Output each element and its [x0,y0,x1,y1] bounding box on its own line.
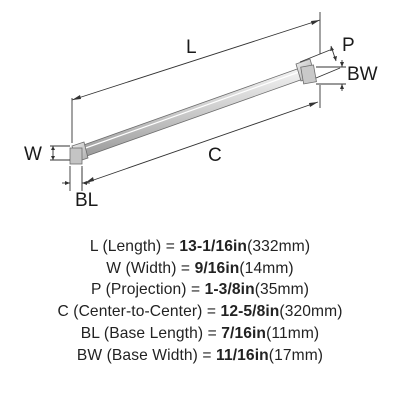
length-dimension [71,12,321,143]
specifications-list: L (Length) = 13-1/16in(332mm) W (Width) … [0,236,400,366]
spec-metric: (17mm) [268,346,324,364]
base-width-dimension [316,60,346,91]
spec-base-length: BL (Base Length) = 7/16in(11mm) [0,323,400,345]
spec-metric: (11mm) [266,324,320,342]
spec-name: P (Projection) = [90,281,205,299]
spec-name: C (Center-to-Center) = [57,303,221,321]
right-base [300,64,317,85]
spec-name: BL (Base Length) = [80,324,222,342]
projection-dimension [299,45,341,79]
handle-bar-highlight [79,70,303,151]
spec-value: 13-1/16in [179,238,248,255]
spec-width: W (Width) = 9/16in(14mm) [0,258,400,280]
pull-dimension-diagram: L C W BL P [24,12,378,211]
spec-value: 11/16in [216,346,269,364]
spec-metric: (320mm) [279,303,343,321]
width-label: W [24,144,42,165]
handle-pull [69,58,317,165]
spec-center-to-center: C (Center-to-Center) = 12-5/8in(320mm) [0,301,400,323]
left-base [69,147,83,165]
spec-value: 12-5/8in [220,303,280,321]
spec-length: L (Length) = 13-1/16in(332mm) [0,236,400,258]
spec-projection: P (Projection) = 1-3/8in(35mm) [0,279,400,301]
length-label: L [186,37,197,58]
projection-label: P [342,35,355,56]
spec-base-width: BW (Base Width) = 11/16in(17mm) [0,345,400,367]
spec-value: 9/16in [194,259,240,277]
spec-value: 1-3/8in [204,281,255,299]
center-to-center-label: C [208,145,222,166]
spec-metric: (14mm) [239,259,294,277]
base-length-label: BL [75,190,98,211]
spec-metric: (332mm) [247,238,311,255]
base-length-dimension [62,166,90,191]
width-dimension [50,145,70,161]
spec-name: BW (Base Width) = [76,346,217,364]
spec-name: W (Width) = [106,259,195,277]
spec-value: 7/16in [221,324,267,342]
spec-metric: (35mm) [254,281,310,299]
base-width-label: BW [347,64,378,85]
spec-name: L (Length) = [89,238,180,255]
